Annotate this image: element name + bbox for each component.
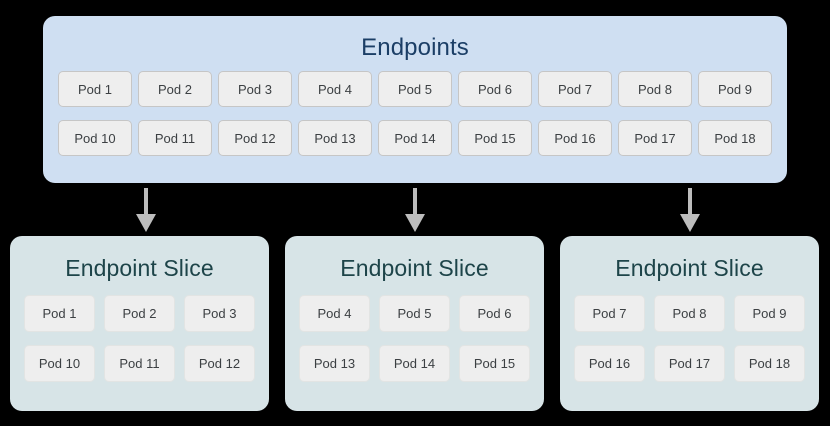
endpoint-slice-title: Endpoint Slice <box>65 255 214 281</box>
endpoint-slice-title: Endpoint Slice <box>615 255 764 281</box>
pod-chip[interactable]: Pod 1 <box>24 295 95 332</box>
down-arrow-icon <box>678 188 702 232</box>
pod-chip[interactable]: Pod 17 <box>654 345 725 382</box>
pod-chip[interactable]: Pod 6 <box>458 71 532 107</box>
pod-chip[interactable]: Pod 15 <box>458 120 532 156</box>
endpoint-slice-panel-1: Endpoint Slice Pod 1 Pod 2 Pod 3 Pod 10 … <box>10 236 269 411</box>
pod-chip[interactable]: Pod 13 <box>298 120 372 156</box>
slice-pod-row-2: Pod 16 Pod 17 Pod 18 <box>574 345 805 382</box>
endpoint-slice-title: Endpoint Slice <box>340 255 489 281</box>
pod-chip[interactable]: Pod 3 <box>184 295 255 332</box>
pod-chip[interactable]: Pod 18 <box>698 120 772 156</box>
pod-chip[interactable]: Pod 8 <box>618 71 692 107</box>
slice-pod-grid: Pod 7 Pod 8 Pod 9 Pod 16 Pod 17 Pod 18 <box>574 295 805 382</box>
pod-chip[interactable]: Pod 5 <box>379 295 450 332</box>
endpoints-pod-row-2: Pod 10 Pod 11 Pod 12 Pod 13 Pod 14 Pod 1… <box>58 120 772 156</box>
arrow-stem <box>413 188 417 218</box>
slice-pod-row-2: Pod 10 Pod 11 Pod 12 <box>24 345 255 382</box>
down-arrow-icon <box>134 188 158 232</box>
pod-chip[interactable]: Pod 8 <box>654 295 725 332</box>
pod-chip[interactable]: Pod 16 <box>538 120 612 156</box>
endpoints-panel: Endpoints Pod 1 Pod 2 Pod 3 Pod 4 Pod 5 … <box>43 16 787 183</box>
pod-chip[interactable]: Pod 11 <box>104 345 175 382</box>
endpoint-slice-panel-2: Endpoint Slice Pod 4 Pod 5 Pod 6 Pod 13 … <box>285 236 544 411</box>
endpoints-title: Endpoints <box>361 34 469 61</box>
pod-chip[interactable]: Pod 10 <box>24 345 95 382</box>
pod-chip[interactable]: Pod 4 <box>298 71 372 107</box>
pod-chip[interactable]: Pod 17 <box>618 120 692 156</box>
slice-pod-row-1: Pod 4 Pod 5 Pod 6 <box>299 295 530 332</box>
pod-chip[interactable]: Pod 12 <box>218 120 292 156</box>
pod-chip[interactable]: Pod 3 <box>218 71 292 107</box>
pod-chip[interactable]: Pod 15 <box>459 345 530 382</box>
pod-chip[interactable]: Pod 9 <box>734 295 805 332</box>
arrow-stem <box>144 188 148 218</box>
pod-chip[interactable]: Pod 2 <box>138 71 212 107</box>
pod-chip[interactable]: Pod 6 <box>459 295 530 332</box>
pod-chip[interactable]: Pod 10 <box>58 120 132 156</box>
pod-chip[interactable]: Pod 4 <box>299 295 370 332</box>
pod-chip[interactable]: Pod 18 <box>734 345 805 382</box>
arrow-head <box>680 214 700 232</box>
pod-chip[interactable]: Pod 11 <box>138 120 212 156</box>
pod-chip[interactable]: Pod 1 <box>58 71 132 107</box>
slice-pod-grid: Pod 4 Pod 5 Pod 6 Pod 13 Pod 14 Pod 15 <box>299 295 530 382</box>
pod-chip[interactable]: Pod 7 <box>574 295 645 332</box>
pod-chip[interactable]: Pod 9 <box>698 71 772 107</box>
pod-chip[interactable]: Pod 7 <box>538 71 612 107</box>
pod-chip[interactable]: Pod 14 <box>379 345 450 382</box>
slice-pod-row-1: Pod 7 Pod 8 Pod 9 <box>574 295 805 332</box>
slice-pod-row-1: Pod 1 Pod 2 Pod 3 <box>24 295 255 332</box>
pod-chip[interactable]: Pod 13 <box>299 345 370 382</box>
down-arrow-icon <box>403 188 427 232</box>
endpoints-pod-row-1: Pod 1 Pod 2 Pod 3 Pod 4 Pod 5 Pod 6 Pod … <box>58 71 772 107</box>
arrow-stem <box>688 188 692 218</box>
arrow-head <box>136 214 156 232</box>
slice-pod-row-2: Pod 13 Pod 14 Pod 15 <box>299 345 530 382</box>
pod-chip[interactable]: Pod 5 <box>378 71 452 107</box>
pod-chip[interactable]: Pod 14 <box>378 120 452 156</box>
pod-chip[interactable]: Pod 12 <box>184 345 255 382</box>
pod-chip[interactable]: Pod 2 <box>104 295 175 332</box>
endpoint-slice-panel-3: Endpoint Slice Pod 7 Pod 8 Pod 9 Pod 16 … <box>560 236 819 411</box>
arrow-head <box>405 214 425 232</box>
pod-chip[interactable]: Pod 16 <box>574 345 645 382</box>
slice-pod-grid: Pod 1 Pod 2 Pod 3 Pod 10 Pod 11 Pod 12 <box>24 295 255 382</box>
endpoints-pod-grid: Pod 1 Pod 2 Pod 3 Pod 4 Pod 5 Pod 6 Pod … <box>58 71 772 156</box>
